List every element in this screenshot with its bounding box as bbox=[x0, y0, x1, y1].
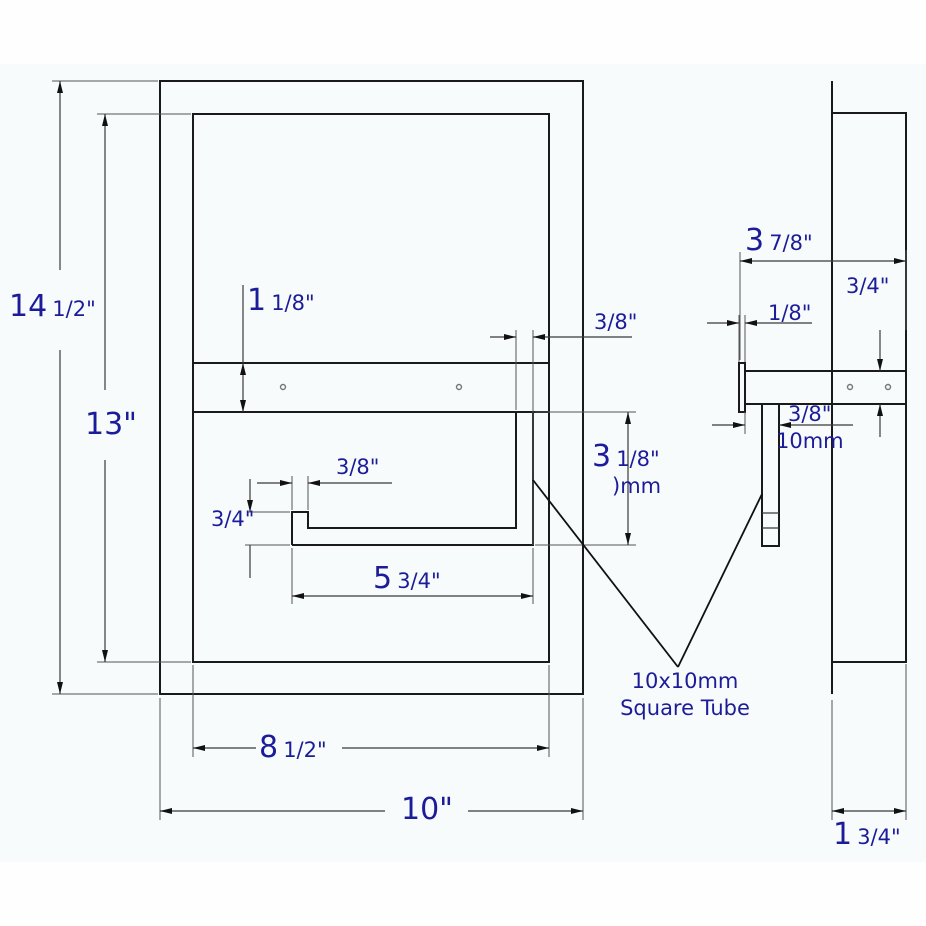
callout-leaders bbox=[532, 479, 763, 668]
side-dimensions bbox=[707, 250, 907, 820]
front-dimensions bbox=[52, 80, 636, 820]
paper-bar-outer bbox=[292, 412, 534, 546]
front-view bbox=[159, 80, 584, 695]
dim-tube-width: 3/8" 10mm bbox=[776, 402, 844, 452]
side-view bbox=[738, 81, 907, 694]
callout-line-1: 10x10mm bbox=[631, 669, 739, 693]
back-plate bbox=[738, 362, 746, 413]
dim-fraction: 7/8" bbox=[769, 231, 813, 255]
square-tube-callout: 10x10mm Square Tube bbox=[600, 668, 770, 723]
dim-whole: 13" bbox=[85, 407, 137, 442]
dim-inner-height: 13" bbox=[82, 408, 140, 442]
dim-shelf-height: 1 1/8" bbox=[247, 286, 315, 316]
dim-outer-height: 14 1/2" bbox=[6, 290, 99, 324]
dim-bar-length: 5 3/4" bbox=[373, 564, 441, 594]
dim-whole: 1 bbox=[247, 283, 267, 318]
dim-fraction: 3/4" bbox=[857, 825, 901, 849]
dim-whole: 1 bbox=[833, 817, 853, 852]
mounting-hole-icon bbox=[279, 383, 287, 391]
callout-line-2: Square Tube bbox=[620, 696, 750, 721]
dim-fraction: 3/8" bbox=[594, 310, 638, 334]
dim-whole: 3 bbox=[592, 439, 612, 474]
dim-whole: 5 bbox=[373, 561, 393, 596]
dim-fraction: 3/8" bbox=[788, 402, 832, 426]
dim-projection: 3 7/8" bbox=[745, 226, 813, 256]
dim-mm: )mm bbox=[612, 474, 662, 498]
dim-whole: 8 bbox=[259, 730, 279, 765]
dim-fraction: 1/2" bbox=[52, 297, 96, 321]
dim-flange-depth: 3/4" bbox=[843, 274, 893, 299]
dim-mm: 10mm bbox=[776, 429, 844, 453]
dim-whole: 3 bbox=[745, 223, 765, 258]
dim-hook-height: 3/4" bbox=[211, 509, 254, 530]
dim-fraction: 3/4" bbox=[397, 569, 441, 593]
dim-inner-width: 8 1/2" bbox=[256, 731, 330, 765]
dim-side-gap: 3/8" bbox=[594, 312, 637, 333]
square-tube-profile bbox=[761, 403, 780, 547]
dim-bar-drop: 3 1/8" )mm bbox=[592, 442, 661, 497]
drawing-panel bbox=[0, 64, 926, 862]
dim-fraction: 1/2" bbox=[283, 738, 327, 762]
dim-outer-width: 10" bbox=[398, 793, 456, 827]
dim-fraction: 1/8" bbox=[768, 301, 812, 325]
dim-fraction: 1/8" bbox=[616, 447, 660, 471]
outer-frame bbox=[159, 80, 584, 695]
mounting-hole-icon bbox=[455, 383, 463, 391]
dim-fraction: 3/4" bbox=[211, 507, 255, 531]
dim-hook-width: 3/8" bbox=[336, 457, 379, 478]
dim-whole: 14 bbox=[9, 289, 48, 324]
dim-whole: 10" bbox=[401, 792, 453, 827]
body-profile bbox=[831, 112, 907, 663]
dim-fraction: 3/4" bbox=[846, 274, 890, 298]
dim-fraction: 3/8" bbox=[336, 455, 380, 479]
mounting-hole-icon bbox=[846, 383, 854, 391]
dim-fraction: 1/8" bbox=[271, 291, 315, 315]
inner-recess bbox=[192, 113, 550, 663]
dim-plate-thickness: 1/8" bbox=[768, 303, 811, 324]
paper-bar-inner bbox=[291, 412, 517, 545]
mounting-hole-icon bbox=[884, 383, 892, 391]
dim-body-depth: 1 3/4" bbox=[833, 820, 901, 850]
